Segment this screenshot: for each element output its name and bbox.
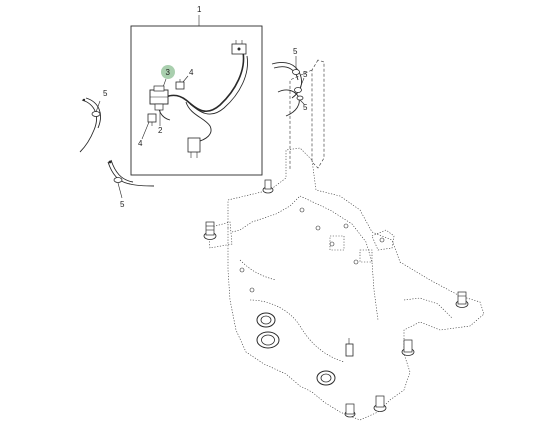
- bolt-bottom-right: [373, 395, 387, 412]
- cable-tie-right[interactable]: [271, 56, 305, 117]
- seal-ring-upper: [256, 312, 276, 328]
- callout-1-label: 1: [197, 5, 202, 14]
- callout-4-upper-label: 4: [189, 68, 194, 77]
- callout-4-lower-leader: [141, 121, 150, 140]
- callout-5-left-lower-label: 5: [120, 200, 125, 209]
- callout-4-lower-label: 4: [138, 139, 143, 148]
- cable-tie-left-upper[interactable]: [79, 97, 101, 153]
- clip-upper[interactable]: [175, 79, 185, 90]
- callout-4-upper-leader: [182, 75, 189, 83]
- location-frame: [289, 59, 325, 170]
- harness-top-connector: [231, 40, 247, 55]
- callout-4-upper[interactable]: 4: [182, 68, 194, 83]
- callout-5-right-middle[interactable]: 5: [303, 70, 308, 79]
- detail-inset-box: [130, 25, 263, 176]
- callout-5-left-upper-label: 5: [103, 89, 108, 98]
- seal-ring-lower: [256, 331, 280, 349]
- callout-3-label: 3: [166, 68, 171, 77]
- clip-lower[interactable]: [147, 113, 157, 126]
- wiring-harness[interactable]: [158, 40, 248, 158]
- cable-tie-left-lower[interactable]: [107, 159, 155, 199]
- harness-bottom-connector: [187, 137, 201, 158]
- callout-5-right-middle-label: 5: [303, 70, 308, 79]
- callout-5-right-top-label: 5: [293, 47, 298, 56]
- callout-5-left-lower[interactable]: 5: [120, 200, 125, 209]
- sensor-block[interactable]: [149, 85, 169, 111]
- chassis-housing: [207, 147, 485, 421]
- callout-5-right-bottom-label: 5: [303, 103, 308, 112]
- callout-4-lower[interactable]: 4: [138, 121, 150, 148]
- callout-5-left-upper[interactable]: 5: [103, 89, 108, 98]
- housing-holes: [239, 207, 385, 293]
- housing-sensor: [345, 338, 354, 357]
- seal-ring-bottom: [316, 370, 336, 386]
- bolt-left: [203, 221, 217, 240]
- callout-1[interactable]: 1: [197, 5, 202, 26]
- callout-3-highlight: [161, 65, 175, 79]
- callout-2[interactable]: 2: [158, 110, 163, 135]
- callout-2-label: 2: [158, 126, 163, 135]
- bolt-lower-right: [401, 339, 415, 356]
- callout-5-right-top[interactable]: 5: [293, 47, 298, 56]
- bolt-right: [455, 291, 469, 308]
- bolt-bottom-left: [344, 403, 356, 418]
- bolt-top: [262, 179, 274, 194]
- callout-5-right-bottom[interactable]: 5: [303, 103, 308, 112]
